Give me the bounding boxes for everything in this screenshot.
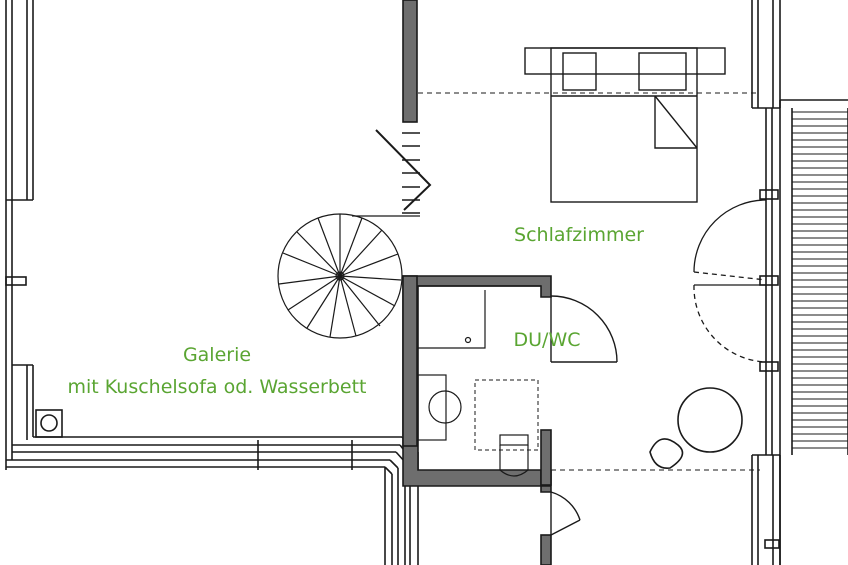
chair [649,438,684,469]
floor-unit [35,409,63,438]
double-bed [524,47,726,203]
patio-door-lower [693,284,767,363]
balcony [779,99,848,565]
shower-tray [474,379,539,451]
floor-unit-circle [40,414,58,432]
patio-door-upper [693,199,767,281]
bathroom-label: DU/WC [514,329,581,351]
round-table [677,387,743,453]
shower-area [418,290,486,349]
bottom-exterior-wall [6,436,419,565]
spiral-staircase [277,213,420,339]
bathroom-walls [402,275,552,565]
gallery-label: Galerie [183,344,251,366]
bedroom-label: Schlafzimmer [514,224,644,246]
washbasin [417,374,462,441]
straight-stairs [375,129,432,214]
gallery-sublabel: mit Kuschelsofa od. Wasserbett [67,376,366,398]
bottom-door [550,491,581,536]
balcony-railing [792,111,848,449]
partition-wall-top [402,0,418,123]
bathroom-door [550,295,618,363]
right-exterior-wall [751,0,781,565]
toilet [499,434,529,477]
left-exterior-wall [5,0,34,470]
